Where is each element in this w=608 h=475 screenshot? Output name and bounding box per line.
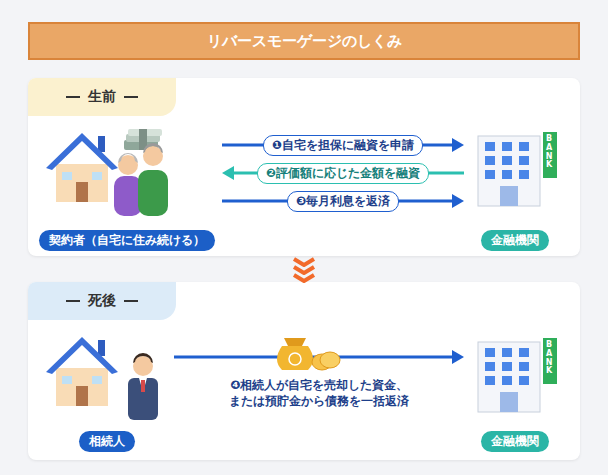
arrow-head xyxy=(222,166,234,180)
bank-building-2 xyxy=(500,392,518,412)
arrow-head xyxy=(452,138,464,152)
chevrons xyxy=(294,259,314,281)
bank-window xyxy=(519,156,529,165)
money-bag xyxy=(320,352,340,368)
money-bag xyxy=(289,353,301,365)
arrow-connector xyxy=(174,350,464,364)
bank-window xyxy=(519,170,529,179)
bank-window xyxy=(485,156,495,165)
bank-window xyxy=(519,362,529,371)
couple-figure xyxy=(138,170,168,216)
connector-line xyxy=(234,172,464,175)
bank-window xyxy=(502,142,512,151)
couple-figure xyxy=(143,146,163,166)
money-stack xyxy=(124,140,158,150)
money-bag xyxy=(277,346,313,370)
house-icon-2 xyxy=(56,368,108,406)
house-icon-2 xyxy=(76,386,88,406)
bank-building-2 xyxy=(543,338,557,384)
couple-figure xyxy=(114,176,142,216)
arrow-connector xyxy=(222,138,464,152)
heir-figure xyxy=(128,353,158,420)
section-tab: 生前 xyxy=(28,78,176,116)
title-bar: リバースモーゲージのしくみ xyxy=(28,22,580,60)
house-icon xyxy=(62,172,72,180)
couple-figure xyxy=(143,143,163,153)
connector-line xyxy=(174,356,452,359)
house-icon-2 xyxy=(98,340,105,356)
money-stack xyxy=(124,129,162,150)
bank-window xyxy=(519,142,529,151)
bank-window xyxy=(485,348,495,357)
bank-window xyxy=(519,348,529,357)
edge-label: ❸毎月利息を返済 xyxy=(287,191,399,212)
connector-line xyxy=(222,144,452,147)
party-label: 契約者（自宅に住み続ける） xyxy=(39,230,215,251)
party-label: 金融機関 xyxy=(481,230,549,251)
heir-figure xyxy=(128,378,158,420)
bank-window xyxy=(485,376,495,385)
party-node: 相続人 xyxy=(44,330,170,452)
bank-window xyxy=(502,348,512,357)
arrow-connector xyxy=(222,194,464,208)
heir-figure xyxy=(133,356,153,376)
money-stack xyxy=(128,129,162,136)
chevrons xyxy=(294,275,314,281)
house-icon xyxy=(56,164,108,202)
bank-building-1 xyxy=(543,132,557,178)
house-icon xyxy=(92,172,102,180)
bank-windows-2 xyxy=(485,348,529,385)
bank-building-1 xyxy=(478,136,540,206)
bank-sign-text: BANK xyxy=(545,135,553,170)
edge-label: ❶自宅を担保に融資を申請 xyxy=(263,135,423,156)
house-icon xyxy=(98,136,105,152)
house-icon-2 xyxy=(62,376,72,384)
house-icon-2 xyxy=(46,337,118,374)
money-bag xyxy=(284,338,306,346)
arrow-connector xyxy=(222,166,464,180)
arrow-head xyxy=(452,194,464,208)
connector-line xyxy=(222,200,452,203)
bank-building-1 xyxy=(478,132,557,206)
heir-figure xyxy=(139,378,147,392)
chevrons xyxy=(294,267,314,273)
bank-window xyxy=(485,142,495,151)
bank-windows-1 xyxy=(485,142,529,179)
money-bag xyxy=(277,338,340,370)
bank-building-2 xyxy=(478,342,540,412)
house-icon xyxy=(46,133,118,202)
party-node: 契約者（自宅に住み続ける） xyxy=(36,125,218,251)
bank-window xyxy=(485,170,495,179)
money-stack xyxy=(139,129,147,150)
heir-figure xyxy=(133,353,153,363)
chevrons xyxy=(294,259,314,265)
bank-window xyxy=(485,362,495,371)
couple-figure xyxy=(118,153,138,163)
money-stack xyxy=(126,134,160,142)
edge-label: ❷評価額に応じた金額を融資 xyxy=(257,163,429,184)
couple-figure xyxy=(118,155,138,175)
money-bag xyxy=(312,354,332,370)
bank-building-2 xyxy=(478,338,557,412)
house-icon xyxy=(76,182,88,202)
bank-building-1 xyxy=(500,186,518,206)
arrow-head xyxy=(452,350,464,364)
couple-figure xyxy=(114,143,168,216)
bank-sign-text: BANK xyxy=(545,341,553,376)
bank-window xyxy=(502,376,512,385)
edge-label: ❹相続人が自宅を売却した資金、 または預貯金から債務を一括返済 xyxy=(221,375,416,411)
house-icon-2 xyxy=(92,376,102,384)
section-tab: 死後 xyxy=(28,282,176,320)
section-panel: 死後相続人 金融機関 xyxy=(28,282,580,460)
bank-window xyxy=(502,362,512,371)
bank-window xyxy=(502,170,512,179)
house-icon xyxy=(46,133,118,170)
bank-window xyxy=(519,376,529,385)
bank-window xyxy=(502,156,512,165)
party-label: 相続人 xyxy=(79,431,135,452)
party-label: 金融機関 xyxy=(481,431,549,452)
house-icon-2 xyxy=(46,337,118,406)
heir-figure xyxy=(141,380,145,392)
